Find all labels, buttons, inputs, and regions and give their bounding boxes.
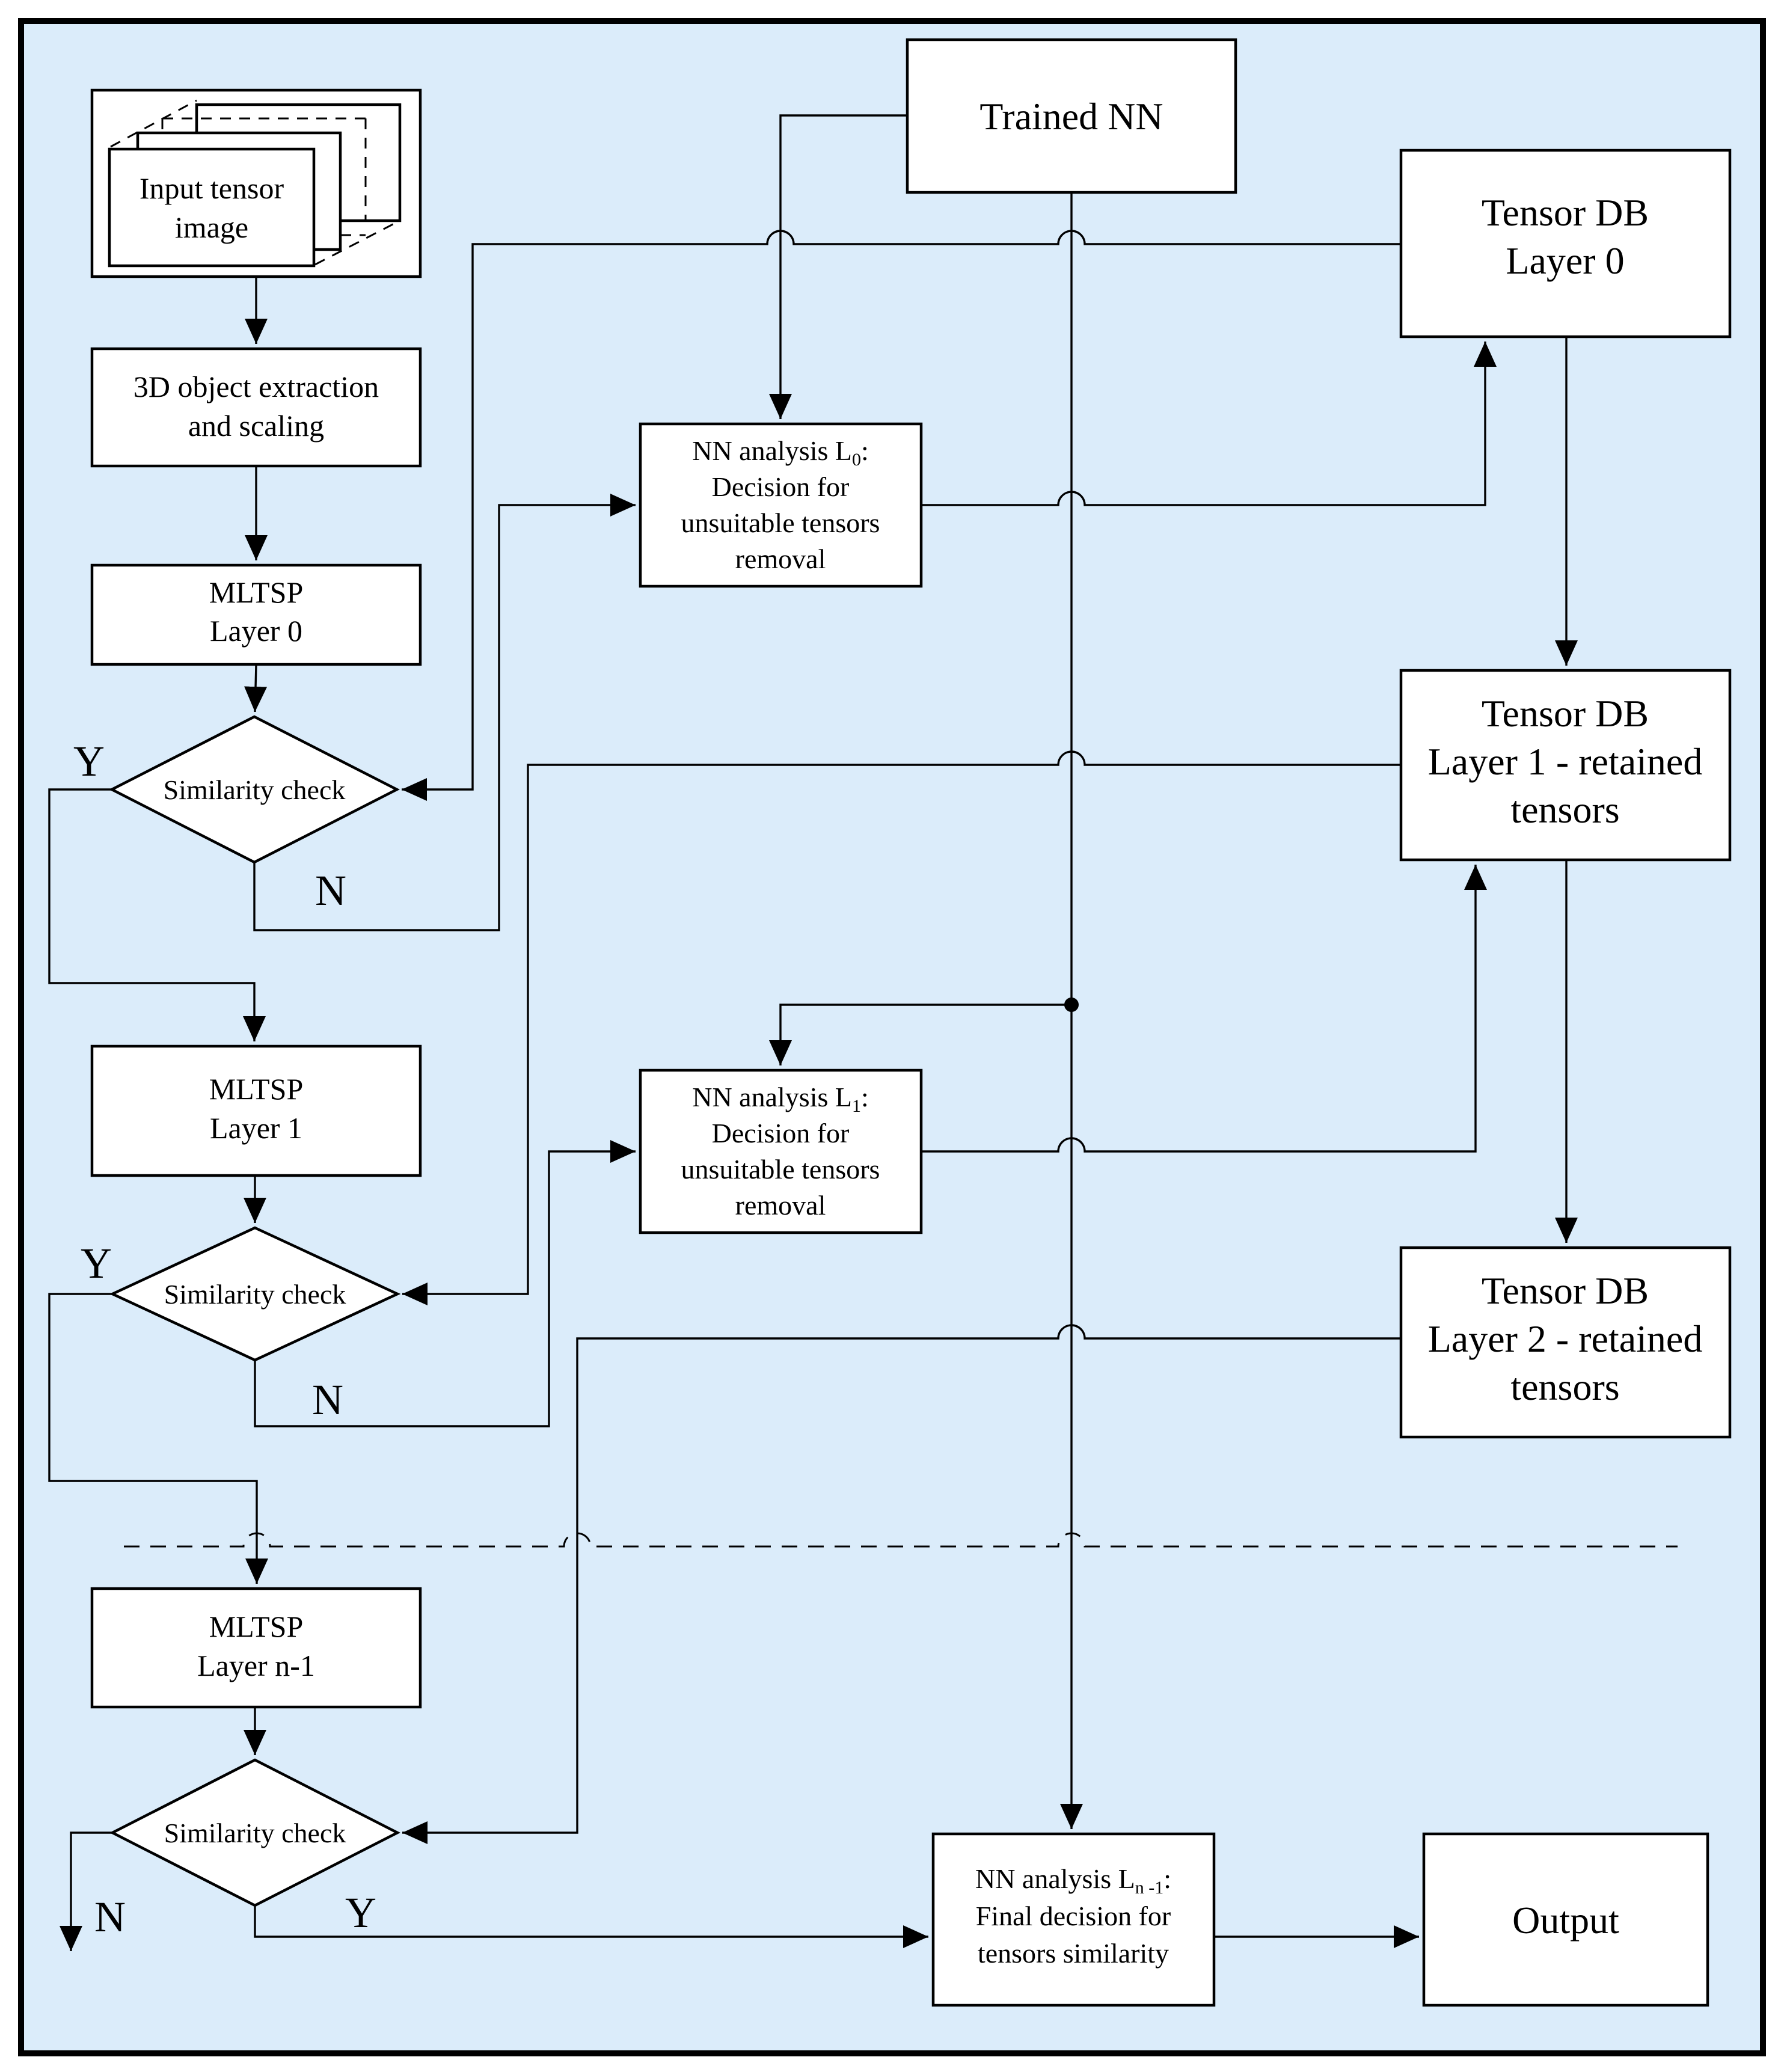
tensor-db-layer2-node: Tensor DB Layer 2 - retained tensors bbox=[1399, 1246, 1732, 1439]
edge-sim1-no-to-nnl0 bbox=[253, 494, 636, 931]
edge-trainednn-to-nnl0 bbox=[769, 114, 907, 419]
output-label: Output bbox=[1512, 1899, 1619, 1942]
sim2-no-label: N bbox=[312, 1376, 343, 1424]
extract-3d-label: 3D object extraction bbox=[133, 370, 379, 403]
sim1-no-label: N bbox=[315, 866, 346, 915]
nn-analysis-ln1-node: NN analysis Ln -1: Final decision for te… bbox=[931, 1832, 1216, 2007]
tensor-depth-edge bbox=[110, 99, 197, 148]
nn-analysis-l1-node: NN analysis L1: Decision for unsuitable … bbox=[639, 1068, 923, 1234]
input-tensor-label: Input tensor bbox=[139, 171, 284, 205]
mltsp-layer1-node: MLTSP Layer 1 bbox=[90, 1044, 422, 1177]
tensor-depth-edge bbox=[314, 219, 400, 266]
extract-3d-node: 3D object extraction and scaling bbox=[90, 347, 422, 468]
tensor-db-layer0-label: Tensor DB bbox=[1482, 191, 1649, 234]
tensor-db-layer2-label: Tensor DB bbox=[1482, 1269, 1649, 1312]
mltsp-layer-n1-node: MLTSP Layer n-1 bbox=[90, 1587, 422, 1709]
mltsp-layer0-node: MLTSP Layer 0 bbox=[90, 563, 422, 666]
input-tensor-label: image bbox=[175, 210, 248, 244]
similarity-check-3-node: Similarity check bbox=[109, 1758, 400, 1907]
nn-analysis-ln1-label: tensors similarity bbox=[978, 1938, 1169, 1969]
nn-analysis-ln1-label: Final decision for bbox=[976, 1901, 1171, 1931]
similarity-check-1-label: Similarity check bbox=[164, 774, 346, 805]
arrow-mltsp0-to-sim1 bbox=[244, 664, 268, 713]
edge-sim3-yes-to-nnln1 bbox=[254, 1905, 928, 1948]
tensor-db-layer0-label: Layer 0 bbox=[1506, 239, 1624, 282]
nn-analysis-l1-label: Decision for bbox=[712, 1118, 850, 1148]
sim3-yes-label: Y bbox=[345, 1889, 376, 1937]
edge-bus-to-nnl1 bbox=[769, 1004, 1071, 1065]
mltsp-layer1-label: Layer 1 bbox=[210, 1111, 302, 1145]
similarity-check-2-node: Similarity check bbox=[109, 1226, 401, 1362]
tensor-db-layer0-node: Tensor DB Layer 0 bbox=[1399, 149, 1732, 339]
nn-analysis-l0-label: removal bbox=[735, 544, 826, 574]
tensor-db-layer1-label: Tensor DB bbox=[1482, 692, 1649, 735]
nn-analysis-l1-label: NN analysis L1: bbox=[692, 1082, 869, 1116]
mltsp-layer0-label: Layer 0 bbox=[210, 614, 302, 648]
nn-analysis-l1-label: unsuitable tensors bbox=[681, 1154, 880, 1185]
edge-db2-to-sim3 bbox=[402, 1324, 1401, 1844]
edge-sim2-yes-to-mltspn bbox=[48, 1293, 268, 1584]
mltsp-layer0-label: MLTSP bbox=[209, 575, 304, 609]
edge-nnl1-to-db1 bbox=[921, 865, 1487, 1153]
nn-analysis-l0-node: NN analysis L0: Decision for unsuitable … bbox=[639, 422, 923, 588]
dashed-separator bbox=[124, 1532, 1678, 1548]
edge-sim3-no-exit bbox=[60, 1831, 112, 1951]
edge-nnl0-to-db0 bbox=[921, 342, 1497, 506]
similarity-check-3-label: Similarity check bbox=[164, 1818, 346, 1848]
output-node: Output bbox=[1422, 1832, 1709, 2007]
tensor-db-layer2-label: tensors bbox=[1510, 1365, 1619, 1408]
extract-3d-label: and scaling bbox=[188, 409, 324, 443]
nn-analysis-l0-label: Decision for bbox=[712, 471, 850, 502]
edge-db0-to-sim1 bbox=[402, 230, 1401, 801]
trained-nn-node: Trained NN bbox=[906, 38, 1237, 194]
similarity-check-2-label: Similarity check bbox=[164, 1279, 346, 1310]
edge-db1-to-sim2 bbox=[402, 750, 1401, 1305]
sim1-yes-label: Y bbox=[73, 737, 105, 785]
edge-sim1-yes-to-mltsp1 bbox=[48, 788, 266, 1041]
sim2-yes-label: Y bbox=[81, 1239, 112, 1287]
edge-sim2-no-to-nnl1 bbox=[254, 1140, 636, 1427]
tensor-plane-front bbox=[108, 147, 316, 268]
mltsp-layer-n1-label: MLTSP bbox=[209, 1610, 304, 1643]
nn-analysis-l1-label: removal bbox=[735, 1190, 826, 1221]
sim3-no-label: N bbox=[94, 1893, 126, 1941]
nn-analysis-ln1-label: NN analysis Ln -1: bbox=[975, 1863, 1171, 1898]
nn-analysis-l0-label: NN analysis L0: bbox=[692, 435, 869, 470]
nn-analysis-l0-label: unsuitable tensors bbox=[681, 507, 880, 538]
tensor-db-layer2-label: Layer 2 - retained bbox=[1428, 1317, 1703, 1360]
trained-nn-label: Trained NN bbox=[979, 95, 1163, 138]
tensor-db-layer1-label: Layer 1 - retained bbox=[1428, 740, 1703, 783]
tensor-db-layer1-label: tensors bbox=[1510, 788, 1619, 831]
mltsp-layer1-label: MLTSP bbox=[209, 1072, 304, 1106]
similarity-check-1-node: Similarity check bbox=[109, 715, 400, 864]
tensor-db-layer1-node: Tensor DB Layer 1 - retained tensors bbox=[1399, 669, 1732, 862]
input-tensor-image-node: Input tensor image bbox=[90, 88, 422, 278]
mltsp-layer-n1-label: Layer n-1 bbox=[197, 1649, 315, 1682]
